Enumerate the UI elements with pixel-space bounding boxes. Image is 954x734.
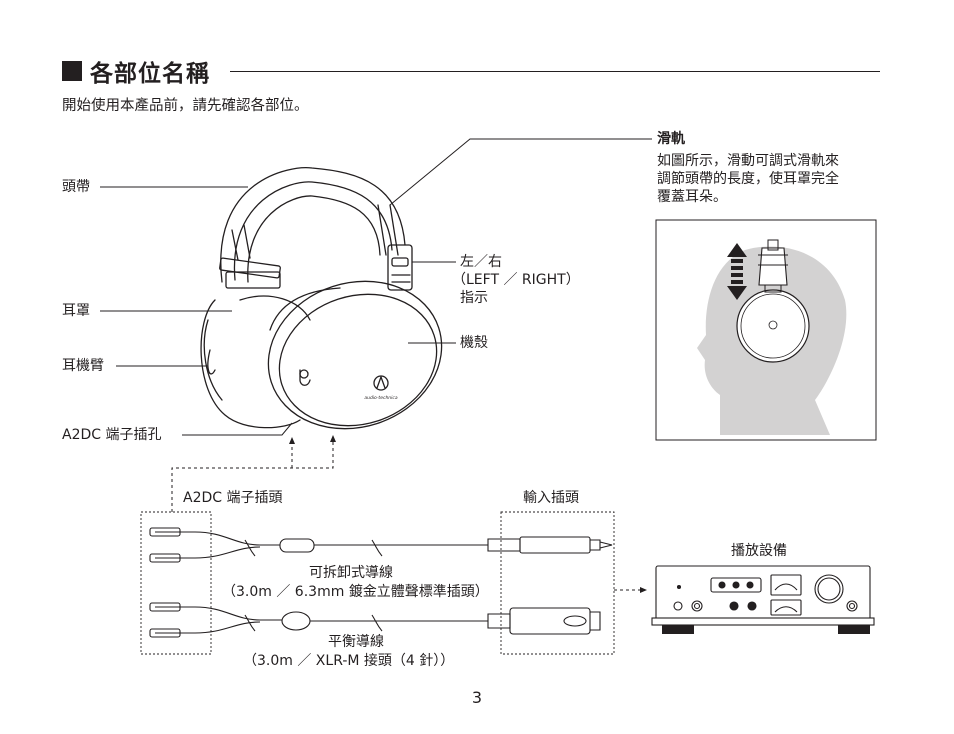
inset-slider <box>758 247 788 286</box>
label-earpad: 耳罩 <box>62 303 90 319</box>
label-jack: A2DC 端子插孔 <box>62 427 162 443</box>
label-input-plug: 輸入插頭 <box>523 490 579 506</box>
label-hanger: 耳機臂 <box>62 358 104 374</box>
double-arrow-icon <box>727 243 747 300</box>
section-header: 各部位名稱 <box>62 56 210 87</box>
brand-logo-mark <box>373 375 389 391</box>
playback-device <box>651 565 875 634</box>
dashed-connector <box>171 440 334 512</box>
slider-title: 滑軌 <box>657 131 685 147</box>
label-playback-device: 播放設備 <box>731 543 787 559</box>
headphone-earpad <box>200 295 311 429</box>
label-headband: 頭帶 <box>62 179 90 195</box>
input-plug-box <box>500 511 615 655</box>
headphone-headband <box>219 167 413 291</box>
a2dc-plug-box <box>140 511 212 655</box>
label-housing: 機殼 <box>460 335 488 351</box>
title-rule <box>230 71 880 72</box>
page-number: 3 <box>471 688 483 707</box>
section-title: 各部位名稱 <box>90 61 210 87</box>
cable-balanced <box>149 602 601 638</box>
inset-earcup <box>736 289 810 363</box>
cable-standard <box>149 527 613 563</box>
headphone-housing <box>267 280 443 430</box>
slider-desc-line2: 調節頭帶的長度，使耳罩完全 <box>657 171 839 187</box>
leader-slider <box>389 138 652 206</box>
intro-text: 開始使用本產品前，請先確認各部位。 <box>62 98 309 114</box>
cable2-title: 平衡導線 <box>328 634 384 650</box>
label-lr-line2: （LEFT ／ RIGHT） <box>452 272 580 288</box>
slider-desc-line1: 如圖所示，滑動可調式滑軌來 <box>657 153 839 169</box>
label-lr-line1: 左／右 <box>460 254 502 270</box>
title-square-bullet <box>62 61 82 81</box>
slider-desc-line3: 覆蓋耳朵。 <box>657 189 727 205</box>
housing-logo-text: audio-technica <box>364 395 398 401</box>
headphone-hanger <box>207 349 216 375</box>
cable1-spec: （3.0m ／ 6.3mm 鍍金立體聲標準插頭） <box>222 584 489 600</box>
cable1-title: 可拆卸式導線 <box>309 565 393 581</box>
label-lr-line3: 指示 <box>460 290 488 306</box>
cable2-spec: （3.0m ／ XLR-M 接頭（4 針）） <box>243 653 455 669</box>
slider-inset <box>655 219 877 441</box>
label-a2dc-plug: A2DC 端子插頭 <box>183 490 283 506</box>
leader-jack <box>182 422 293 436</box>
